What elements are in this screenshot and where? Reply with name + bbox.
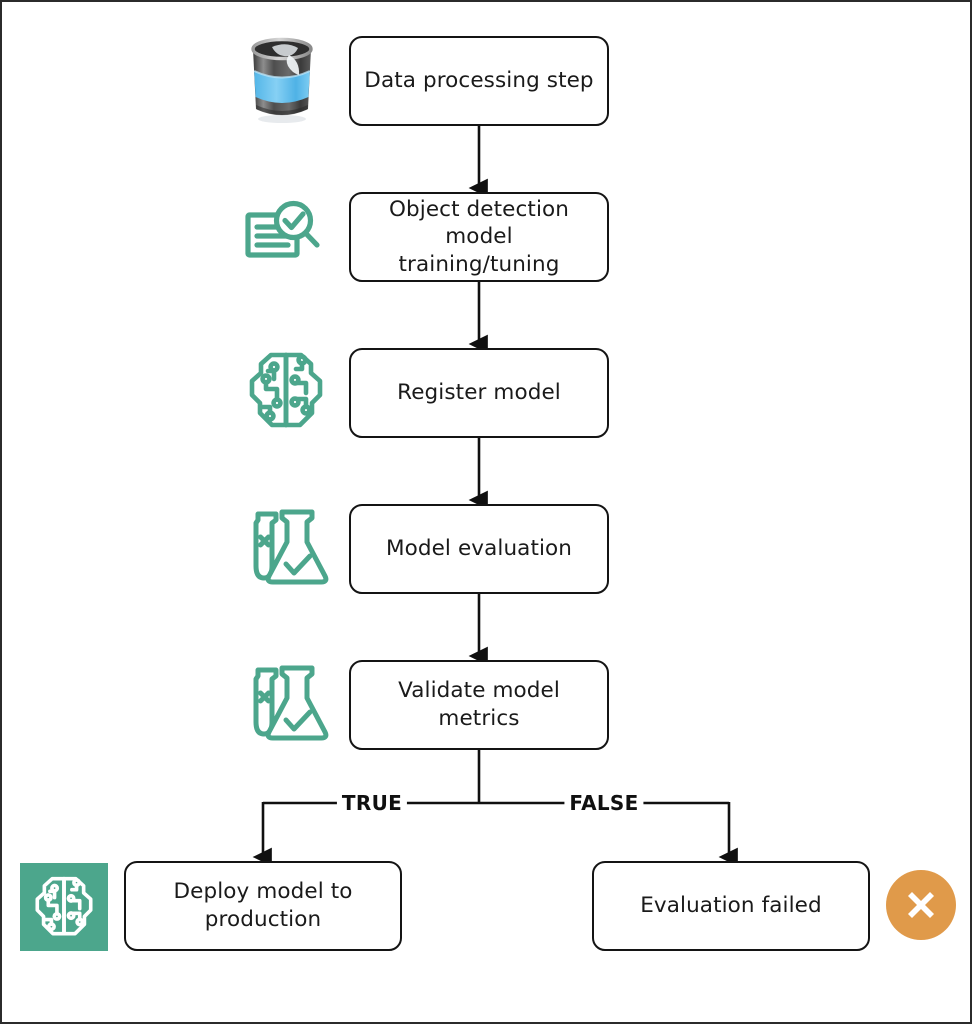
ai-brain-circuit-icon-white	[35, 876, 93, 936]
node-evaluation-failed[interactable]: Evaluation failed	[592, 861, 870, 951]
node-deploy-model-to-production[interactable]: Deploy model to production	[124, 861, 402, 951]
node-label: Register model	[397, 380, 561, 406]
false-branch-label: FALSE	[564, 793, 644, 813]
node-model-evaluation[interactable]: Model evaluation	[349, 504, 609, 594]
node-data-processing-step[interactable]: Data processing step	[349, 36, 609, 126]
close-x-icon	[908, 892, 934, 918]
node-object-detection-training[interactable]: Object detection model training/tuning	[349, 192, 609, 282]
node-label: Evaluation failed	[640, 893, 822, 919]
document-magnifier-check-icon	[242, 192, 330, 280]
ai-brain-circuit-icon	[244, 349, 328, 433]
lab-flasks-icon	[242, 660, 332, 750]
true-branch-label: TRUE	[336, 793, 408, 813]
node-validate-model-metrics[interactable]: Validate model metrics	[349, 660, 609, 750]
node-label: Object detection model training/tuning	[389, 196, 569, 277]
node-label: Data processing step	[364, 68, 594, 94]
ai-brain-tile	[20, 863, 108, 951]
data-bucket-icon	[242, 35, 322, 127]
node-label: Model evaluation	[385, 536, 573, 562]
lab-flasks-icon	[242, 504, 332, 594]
error-circle-x-badge	[886, 870, 956, 940]
node-register-model[interactable]: Register model	[349, 348, 609, 438]
node-label: Validate model metrics	[398, 678, 560, 731]
node-label: Deploy model to production	[173, 879, 353, 932]
